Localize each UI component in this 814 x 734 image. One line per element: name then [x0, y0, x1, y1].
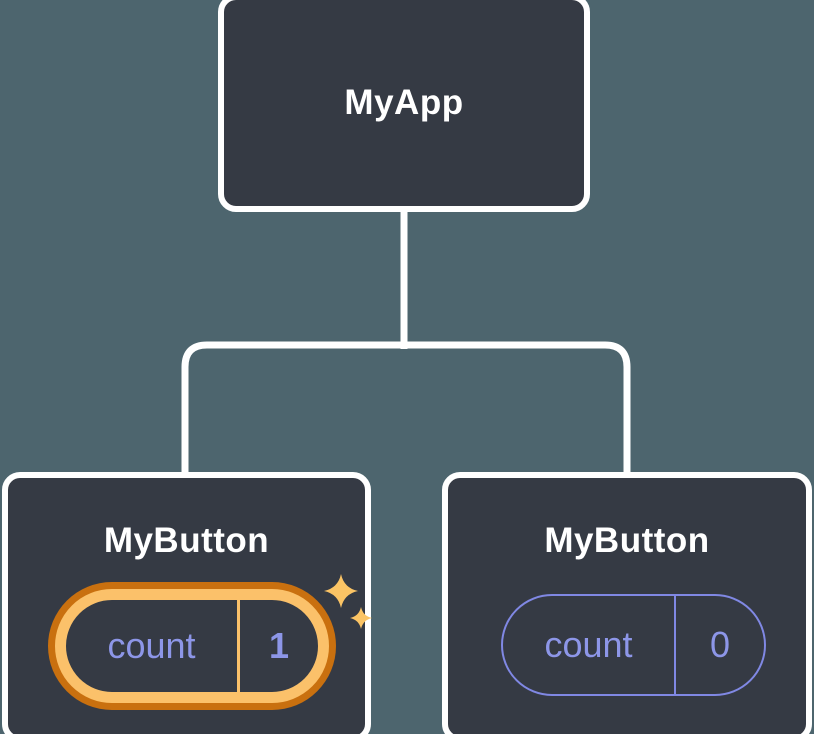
branch-connector-line: [181, 341, 631, 478]
node-mybutton-label: MyButton: [544, 521, 710, 560]
node-mybutton-highlighted: MyButton count 1: [2, 472, 372, 734]
node-mybutton-label: MyButton: [103, 521, 270, 560]
state-value: 1: [268, 625, 290, 666]
state-value: 0: [709, 624, 731, 665]
sparkle-icon: [324, 574, 372, 629]
state-pill: count 0: [501, 594, 766, 696]
state-key: count: [66, 600, 240, 692]
state-key: count: [503, 596, 676, 694]
state-pill-highlighted: count 1: [55, 589, 329, 703]
node-myapp-label: MyApp: [344, 83, 464, 122]
node-mybutton-normal: MyButton count 0: [442, 472, 812, 734]
node-myapp: MyApp: [218, 0, 590, 212]
